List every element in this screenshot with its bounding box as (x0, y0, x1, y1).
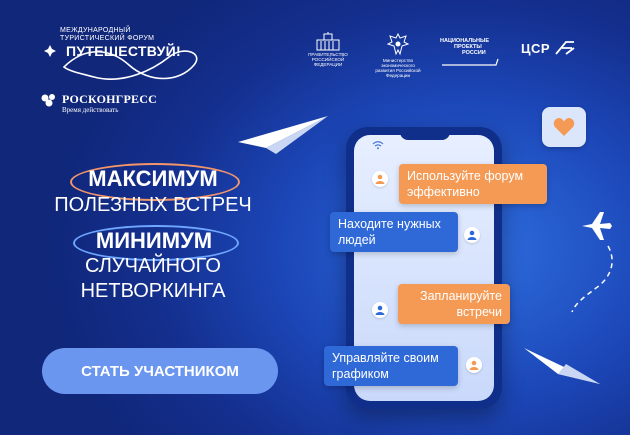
national-projects-logo: НАЦИОНАЛЬНЫЕ ПРОЕКТЫ РОССИИ (440, 38, 500, 67)
csr-mark-icon (555, 41, 575, 55)
heart-icon (553, 118, 575, 136)
national-projects-line2: ПРОЕКТЫ (454, 44, 482, 50)
national-projects-line3: РОССИИ (462, 50, 486, 56)
phone-notch (400, 128, 450, 140)
government-logo: ПРАВИТЕЛЬСТВО РОССИЙСКОЙ ФЕДЕРАЦИИ (303, 32, 353, 67)
user-icon (375, 174, 385, 184)
headline-line5: НЕТВОРКИНГА (80, 280, 226, 302)
roscongress-mark-icon (41, 93, 55, 106)
headline-line2: ПОЛЕЗНЫХ ВСТРЕЧ (54, 194, 252, 216)
chat-bubble-plan-meetings: Запланируйте встречи (398, 284, 510, 324)
user-avatar-orange-2 (466, 357, 482, 373)
flight-path-dashes (571, 245, 613, 313)
airplane-icon (582, 212, 612, 240)
forum-subtitle-line1: Международный (60, 27, 131, 34)
become-participant-button[interactable]: СТАТЬ УЧАСТНИКОМ (42, 348, 278, 394)
headline-line4: СЛУЧАЙНОГО (85, 255, 221, 277)
user-avatar-blue (464, 227, 480, 243)
government-caption: ПРАВИТЕЛЬСТВО РОССИЙСКОЙ ФЕДЕРАЦИИ (308, 52, 348, 67)
roscongress-name: РОСКОНГРЕСС (62, 92, 157, 106)
eagle-icon (386, 32, 410, 56)
user-avatar-orange (372, 171, 388, 187)
headline-min-word: МИНИМУМ (95, 228, 213, 253)
paper-plane-icon-bottom (524, 348, 600, 384)
ministry-caption: Министерство экономического развития Рос… (375, 58, 421, 78)
ministry-logo: Министерство экономического развития Рос… (372, 32, 424, 78)
forum-name: ПУТЕШЕСТВУЙ! (66, 43, 181, 59)
forum-logo: Международный Туристический форум ПУТЕШЕ… (40, 27, 200, 59)
chat-bubble-manage-schedule: Управляйте своим графиком (324, 346, 458, 386)
infinity-logo-icon (62, 50, 198, 80)
national-projects-line1: НАЦИОНАЛЬНЫЕ (440, 38, 490, 44)
national-projects-underline-icon (442, 58, 499, 66)
paper-plane-icon (238, 116, 328, 154)
headline-max-word: МАКСИМУМ (88, 166, 218, 191)
chat-bubble-use-forum: Используйте форум эффективно (399, 164, 547, 204)
csr-name: ЦСР (521, 40, 551, 56)
forum-subtitle-line2: Туристический форум (60, 35, 155, 42)
roscongress-tagline: Время действовать (62, 106, 119, 114)
chat-bubble-find-people: Находите нужных людей (330, 212, 458, 252)
user-avatar-blue-2 (372, 302, 388, 318)
sparkle-icon (44, 45, 56, 57)
government-building-icon (316, 32, 340, 51)
like-card (542, 107, 586, 147)
user-icon (375, 305, 385, 315)
user-icon (469, 360, 479, 370)
highlight-oval-blue (73, 225, 239, 261)
roscongress-logo: РОСКОНГРЕСС (40, 92, 157, 107)
csr-logo: ЦСР (521, 40, 576, 56)
user-icon (467, 230, 477, 240)
highlight-oval-orange (70, 163, 240, 201)
wifi-icon (372, 141, 384, 150)
